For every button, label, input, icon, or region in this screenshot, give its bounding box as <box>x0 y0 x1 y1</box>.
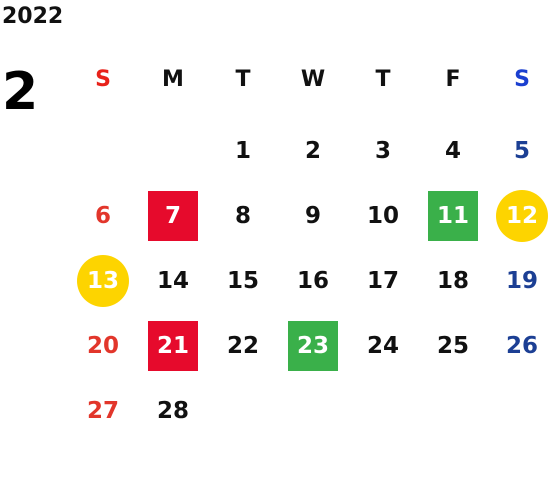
day-cell: 2 <box>304 137 321 164</box>
day-cell: 18 <box>436 267 469 294</box>
highlighted-day-cell: 13 <box>77 255 129 307</box>
day-cell: 9 <box>304 202 321 229</box>
weekday-label: T <box>235 67 251 92</box>
day-cell: 26 <box>505 332 538 359</box>
highlighted-day-cell: 21 <box>148 321 198 371</box>
day-cell: 6 <box>94 202 111 229</box>
day-cell: 22 <box>226 332 259 359</box>
day-cell: 1 <box>234 137 251 164</box>
day-cell: 3 <box>374 137 391 164</box>
weekday-label: S <box>95 67 111 92</box>
day-cell: 16 <box>296 267 329 294</box>
day-cell: 24 <box>366 332 399 359</box>
day-cell: 17 <box>366 267 399 294</box>
day-cell: 28 <box>156 397 189 424</box>
highlighted-day-cell: 12 <box>496 190 548 242</box>
highlighted-day-cell: 7 <box>148 191 198 241</box>
highlighted-day-cell: 11 <box>428 191 478 241</box>
day-cell: 4 <box>444 137 461 164</box>
day-cell: 19 <box>505 267 538 294</box>
weekday-label: W <box>300 67 326 92</box>
day-cell: 25 <box>436 332 469 359</box>
day-cell: 8 <box>234 202 251 229</box>
calendar-month: 2 <box>2 62 39 122</box>
weekday-label: T <box>375 67 391 92</box>
weekday-label: M <box>162 67 184 92</box>
day-cell: 5 <box>513 137 530 164</box>
calendar-year: 2022 <box>2 4 64 29</box>
weekday-label: F <box>445 67 461 92</box>
day-cell: 20 <box>86 332 119 359</box>
highlighted-day-cell: 23 <box>288 321 338 371</box>
day-cell: 15 <box>226 267 259 294</box>
day-cell: 27 <box>86 397 119 424</box>
day-cell: 10 <box>366 202 399 229</box>
day-cell: 14 <box>156 267 189 294</box>
weekday-label: S <box>514 67 530 92</box>
